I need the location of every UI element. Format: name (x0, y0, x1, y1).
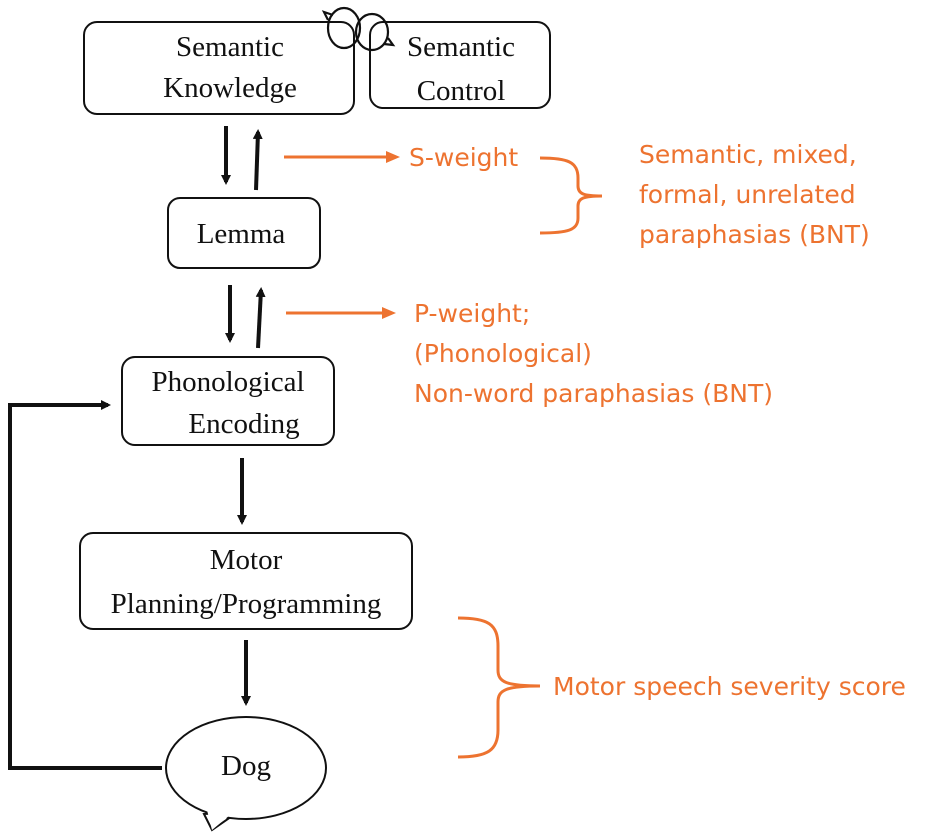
motor-planning-line2: Planning/Programming (111, 588, 382, 620)
s-weight-outcome-line3: paraphasias (BNT) (639, 220, 870, 249)
lemma-label: Lemma (197, 218, 286, 250)
output-speech-bubble: Dog (165, 716, 327, 832)
semantic-control-box: Semantic Control (369, 21, 551, 109)
p-weight-line1: P-weight; (414, 299, 530, 328)
s-weight-outcome-line2: formal, unrelated (639, 180, 856, 209)
semantic-knowledge-line1: Semantic (176, 31, 284, 63)
knowledge-lemma-arrows (221, 126, 263, 191)
circular-arrows-icon (321, 6, 396, 52)
phonological-encoding-box: Phonological Encoding (121, 356, 335, 446)
output-word-label: Dog (221, 750, 271, 782)
p-weight-annotation: P-weight; (Phonological) Non-word paraph… (286, 299, 773, 408)
p-weight-line2: (Phonological) (414, 339, 592, 368)
semantic-control-line1: Semantic (407, 31, 515, 63)
semantic-control-line2: Control (417, 75, 506, 107)
semantic-knowledge-box: Semantic Knowledge (83, 21, 355, 115)
phonological-encoding-line1: Phonological (151, 366, 304, 398)
phonological-encoding-line2: Encoding (188, 408, 299, 440)
s-weight-outcome-line1: Semantic, mixed, (639, 140, 857, 169)
s-weight-outcomes: Semantic, mixed, formal, unrelated parap… (639, 140, 870, 249)
s-weight-label: S-weight (409, 143, 518, 172)
motor-planning-line1: Motor (210, 544, 283, 576)
p-weight-line3: Non-word paraphasias (BNT) (414, 379, 773, 408)
feedback-loop-arrow (8, 400, 162, 770)
motor-score-bracket (457, 616, 541, 759)
semantic-knowledge-line2: Knowledge (163, 72, 297, 104)
motor-planning-box: Motor Planning/Programming (79, 532, 413, 630)
s-weight-bracket (539, 156, 603, 235)
lemma-phonological-arrows (225, 285, 266, 349)
s-weight-annotation: S-weight (284, 143, 518, 172)
motor-score-label: Motor speech severity score (553, 672, 906, 701)
lemma-box: Lemma (167, 197, 321, 269)
